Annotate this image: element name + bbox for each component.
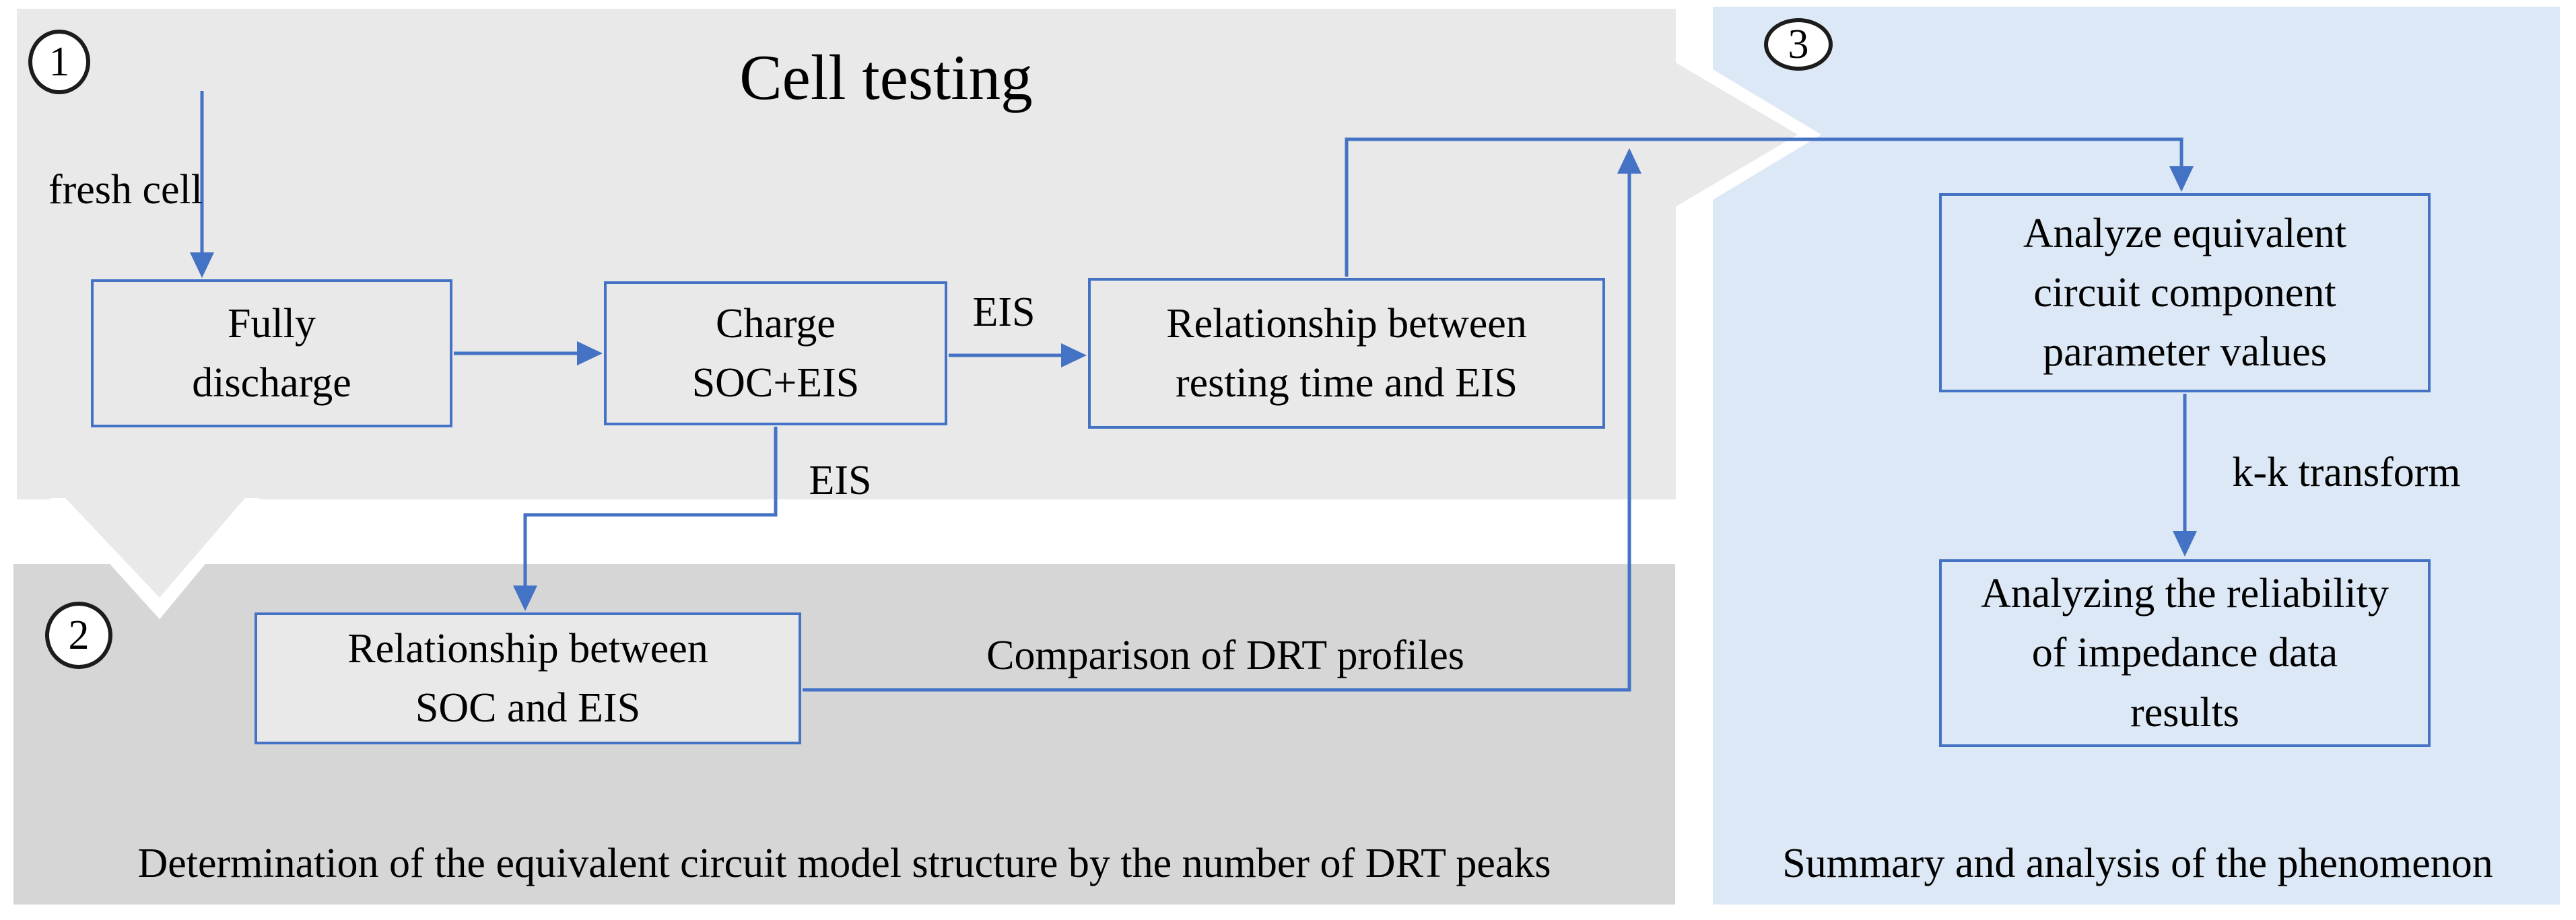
arrow-resting-to-analyze [1345, 137, 2183, 277]
chevron-right-icon [1676, 63, 1798, 207]
panel-summary-analysis [1713, 7, 2560, 905]
arrowhead-right-charge [577, 341, 603, 365]
reliability-analysis-node: Analyzing the reliability of impedance d… [1939, 559, 2431, 747]
resting-time-eis-node: Relationship between resting time and EI… [1088, 278, 1605, 429]
eis-label-right: EIS [972, 289, 1036, 335]
step-number: 2 [68, 612, 90, 658]
step-badge-3: 3 [1764, 18, 1833, 71]
arrow-comparison-feedback [803, 172, 1631, 692]
arrowhead-up-feedback [1617, 148, 1641, 174]
fully-discharge-node: Fully discharge [91, 279, 452, 427]
soc-eis-node: Relationship between SOC and EIS [255, 612, 801, 744]
arrowhead-down-analyze [2169, 166, 2194, 192]
comparison-drt-label: Comparison of DRT profiles [986, 633, 1464, 678]
arrow-eis-to-soc [523, 427, 778, 588]
fresh-cell-label: fresh cell [48, 167, 203, 213]
page-title: Cell testing [739, 42, 1033, 113]
step-badge-2: 2 [45, 602, 112, 669]
step-badge-1: 1 [28, 30, 90, 94]
eis-label-below: EIS [809, 458, 872, 503]
kk-transform-label: k-k transform [2232, 450, 2461, 495]
step-number: 1 [48, 38, 70, 85]
charge-soc-eis-node: Charge SOC+EIS [604, 281, 947, 425]
arrowhead-down-reliability [2173, 531, 2197, 557]
step-number: 3 [1788, 21, 1809, 67]
arrowhead-down-fully [190, 252, 214, 278]
arrowhead-right-resting [1061, 343, 1087, 367]
analyze-parameters-node: Analyze equivalent circuit component par… [1939, 193, 2431, 392]
chevron-down-icon [65, 498, 245, 598]
arrowhead-down-soc [513, 586, 537, 611]
panel3-caption: Summary and analysis of the phenomenon [1782, 841, 2493, 886]
panel2-caption: Determination of the equivalent circuit … [137, 841, 1551, 886]
